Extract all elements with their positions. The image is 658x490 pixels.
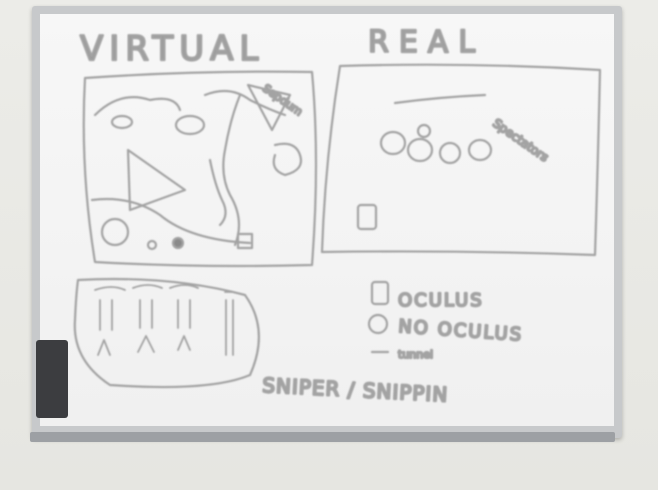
virtual-wall-line-2 (208, 158, 227, 227)
legend-icon-no-oculus (367, 313, 389, 335)
marker-tray (30, 432, 615, 442)
virtual-marker-small (146, 239, 158, 251)
scribble-top: Sepdum (260, 82, 305, 119)
virtual-panel-outline (82, 70, 318, 268)
heading-real: REAL (368, 25, 485, 60)
virtual-base-line (90, 197, 252, 245)
virtual-scribble-right (272, 142, 303, 177)
real-circle-3 (406, 137, 434, 163)
legend-no-oculus: NO OCULUS (398, 316, 524, 346)
virtual-maze-path (93, 89, 287, 117)
virtual-shape-2 (174, 114, 206, 136)
virtual-wall-line (222, 93, 242, 247)
real-circle-4 (438, 141, 462, 165)
virtual-circle (100, 217, 130, 247)
person-figures (94, 284, 234, 356)
heading-virtual: VIRTUAL (80, 29, 264, 69)
real-panel-outline (320, 63, 602, 257)
virtual-marker-dot (171, 236, 185, 250)
whiteboard-surface (40, 14, 614, 426)
people-panel-outline (73, 277, 260, 389)
scribble-right: Spectators (490, 116, 551, 164)
legend-oculus: OCULUS (398, 290, 484, 311)
whiteboard-frame (32, 6, 622, 438)
virtual-triangle (126, 148, 187, 212)
real-circle-1 (379, 130, 407, 156)
whiteboard-eraser (36, 340, 68, 418)
real-circle-2 (416, 123, 432, 139)
virtual-shape-1 (110, 114, 134, 130)
legend-icon-oculus (370, 280, 390, 306)
real-top-line (393, 93, 487, 105)
legend-tunnel: tunnel (398, 348, 433, 361)
real-box-icon (356, 203, 378, 231)
real-circle-5 (467, 138, 493, 162)
scribble-bottom: SNIPER / SNIPPIN (262, 373, 449, 407)
virtual-box (236, 232, 254, 250)
virtual-arrow-top (246, 83, 292, 132)
